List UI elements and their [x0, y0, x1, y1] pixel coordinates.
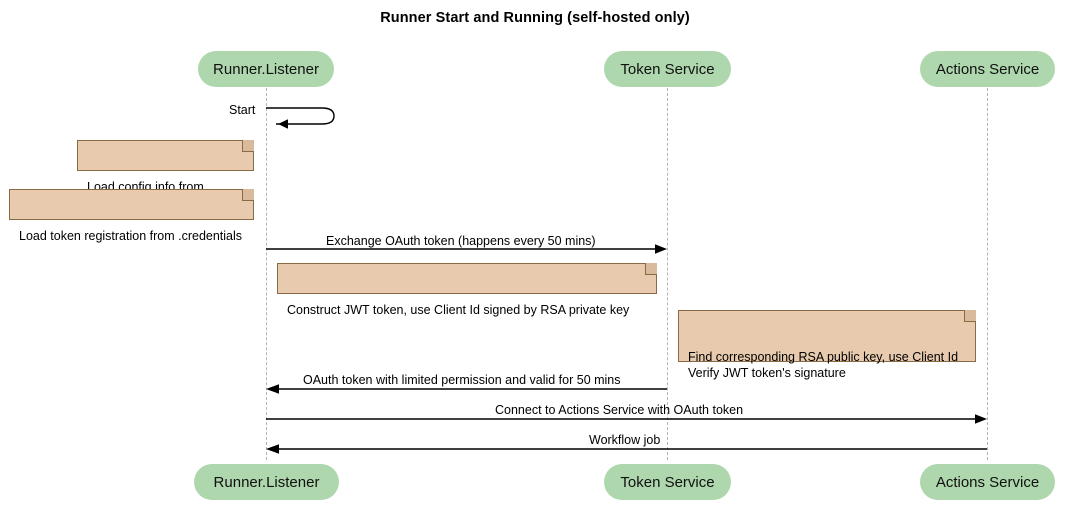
message-label-connect-actions-service: Connect to Actions Service with OAuth to…	[495, 403, 744, 417]
note-fold-icon	[242, 189, 254, 201]
message-arrow-exchange-oauth-token	[266, 244, 667, 254]
message-label-workflow-job: Workflow job	[589, 433, 661, 447]
message-arrow-start	[266, 107, 335, 129]
participant-runner-bottom[interactable]: Runner.Listener	[194, 464, 339, 500]
page-title: Runner Start and Running (self-hosted on…	[380, 10, 690, 26]
message-arrow-connect-actions-service	[266, 414, 987, 424]
participant-runner-top[interactable]: Runner.Listener	[198, 51, 334, 87]
lifeline-actions	[987, 88, 988, 460]
note-load-token-registration: Load token registration from .credential…	[9, 189, 254, 243]
note-verify-jwt: Find corresponding RSA public key, use C…	[678, 310, 976, 380]
participant-actions-bottom[interactable]: Actions Service	[920, 464, 1055, 500]
lifeline-runner	[266, 88, 267, 460]
participant-actions-top[interactable]: Actions Service	[920, 51, 1055, 87]
note-fold-icon	[964, 310, 976, 322]
note-fold-icon	[242, 140, 254, 152]
message-label-start: Start	[229, 103, 256, 117]
message-arrow-oauth-token-reply	[266, 384, 667, 394]
lifeline-token	[667, 88, 668, 460]
message-label-oauth-token-reply: OAuth token with limited permission and …	[303, 373, 621, 387]
note-load-config: Load config info from .runner	[77, 140, 254, 210]
participant-token-bottom[interactable]: Token Service	[604, 464, 731, 500]
participant-token-top[interactable]: Token Service	[604, 51, 731, 87]
message-arrow-workflow-job	[266, 444, 987, 454]
note-fold-icon	[645, 263, 657, 275]
message-label-exchange-oauth-token: Exchange OAuth token (happens every 50 m…	[326, 234, 596, 248]
note-construct-jwt: Construct JWT token, use Client Id signe…	[277, 263, 657, 317]
